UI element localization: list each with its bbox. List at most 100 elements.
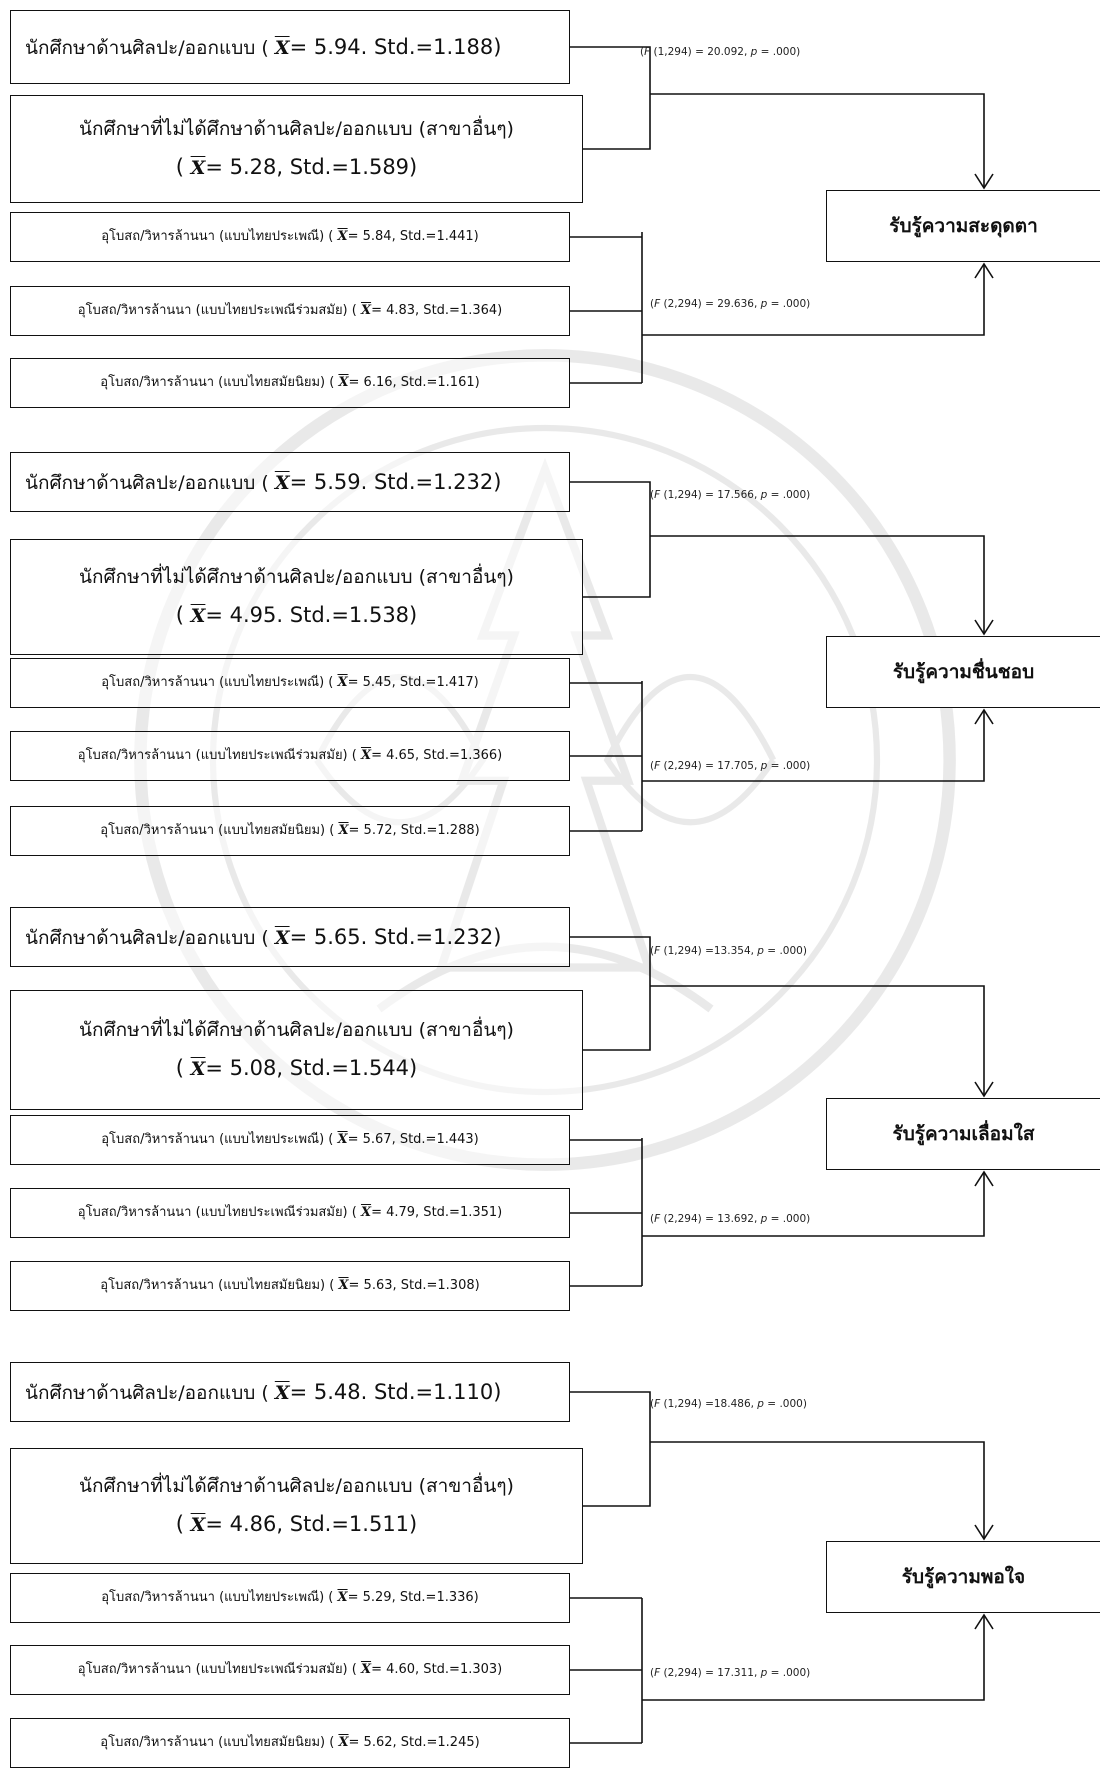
p-value: = .000)	[767, 489, 810, 501]
x-bar-symbol: X	[361, 1205, 371, 1220]
f-value: (2,294) = 13.692,	[660, 1213, 760, 1225]
x-bar-symbol: X	[338, 1735, 348, 1750]
f-value: (1,294) = 17.566,	[660, 489, 760, 501]
f-value: (1,294) =13.354,	[660, 945, 757, 957]
temple-style-box: อุโบสถ/วิหารล้านนา (แบบไทยประเพณี) ( X= …	[10, 1115, 570, 1165]
p-symbol: p	[757, 945, 764, 957]
x-bar-symbol: X	[191, 157, 206, 179]
box-text: อุโบสถ/วิหารล้านนา (แบบไทยประเพณีร่วมสมั…	[78, 302, 502, 320]
outcome-box: รับรู้ความสะดุดตา	[826, 190, 1100, 262]
x-bar-symbol: X	[338, 1278, 348, 1293]
non-art-student-box: นักศึกษาที่ไม่ได้ศึกษาด้านศิลปะ/ออกแบบ (…	[10, 1448, 583, 1564]
x-bar-symbol: X	[275, 472, 290, 494]
std-value: . Std.=1.188)	[361, 35, 502, 59]
open-paren: (	[176, 1512, 191, 1536]
non-art-student-box: นักศึกษาที่ไม่ได้ศึกษาด้านศิลปะ/ออกแบบ (…	[10, 539, 583, 655]
major_stat-f-test-label: (F (1,294) = 20.092, p = .000)	[640, 46, 800, 58]
std-value: , Std.=1.417)	[392, 675, 479, 690]
box-text: นักศึกษาด้านศิลปะ/ออกแบบ ( X= 5.94. Std.…	[25, 33, 501, 62]
box-text: อุโบสถ/วิหารล้านนา (แบบไทยประเพณี) ( X= …	[101, 1589, 479, 1607]
f-value: (2,294) = 17.705,	[660, 760, 760, 772]
p-value: = .000)	[767, 298, 810, 310]
group-label: อุโบสถ/วิหารล้านนา (แบบไทยประเพณีร่วมสมั…	[78, 748, 361, 763]
temple-style-box: อุโบสถ/วิหารล้านนา (แบบไทยสมัยนิยม) ( X=…	[10, 806, 570, 856]
mean-value: = 5.63	[349, 1278, 393, 1293]
mean-value: = 4.86	[205, 1512, 276, 1536]
group-label: อุโบสถ/วิหารล้านนา (แบบไทยประเพณี) (	[101, 1132, 337, 1147]
group-label: นักศึกษาด้านศิลปะ/ออกแบบ (	[25, 37, 275, 59]
f-value: (1,294) =18.486,	[660, 1398, 757, 1410]
f-value: (1,294) = 20.092,	[650, 46, 750, 58]
box-stats-line: ( X= 4.86, Std.=1.511)	[176, 1510, 417, 1539]
f-value: (2,294) = 17.311,	[660, 1667, 760, 1679]
style-arrow-line	[642, 1615, 984, 1700]
group-label: นักศึกษาที่ไม่ได้ศึกษาด้านศิลปะ/ออกแบบ (…	[79, 1018, 514, 1044]
x-bar-symbol: X	[337, 1590, 347, 1605]
mean-value: = 4.95	[205, 603, 276, 627]
std-value: , Std.=1.443)	[392, 1132, 479, 1147]
temple-style-box: อุโบสถ/วิหารล้านนา (แบบไทยสมัยนิยม) ( X=…	[10, 358, 570, 408]
std-value: , Std.=1.308)	[393, 1278, 480, 1293]
group-label: อุโบสถ/วิหารล้านนา (แบบไทยประเพณีร่วมสมั…	[78, 1662, 361, 1677]
temple-style-box: อุโบสถ/วิหารล้านนา (แบบไทยสมัยนิยม) ( X=…	[10, 1261, 570, 1311]
x-bar-symbol: X	[361, 303, 371, 318]
x-bar-symbol: X	[338, 375, 348, 390]
x-bar-symbol: X	[275, 37, 290, 59]
std-value: , Std.=1.364)	[415, 303, 502, 318]
std-value: , Std.=1.336)	[392, 1590, 479, 1605]
box-text: อุโบสถ/วิหารล้านนา (แบบไทยสมัยนิยม) ( X=…	[100, 822, 479, 840]
mean-value: = 5.65	[290, 925, 361, 949]
x-bar-symbol: X	[337, 675, 347, 690]
group-label: อุโบสถ/วิหารล้านนา (แบบไทยสมัยนิยม) (	[100, 823, 338, 838]
temple-style-box: อุโบสถ/วิหารล้านนา (แบบไทยประเพณีร่วมสมั…	[10, 1188, 570, 1238]
std-value: , Std.=1.366)	[415, 748, 502, 763]
art-design-student-box: นักศึกษาด้านศิลปะ/ออกแบบ ( X= 5.59. Std.…	[10, 452, 570, 512]
p-value: = .000)	[764, 945, 807, 957]
std-value: , Std.=1.544)	[276, 1056, 417, 1080]
mean-value: = 4.83	[371, 303, 415, 318]
style_stat-f-test-label: (F (2,294) = 13.692, p = .000)	[650, 1213, 810, 1225]
major-arrow-line	[650, 1442, 984, 1539]
box-text: อุโบสถ/วิหารล้านนา (แบบไทยสมัยนิยม) ( X=…	[100, 1734, 479, 1752]
mean-value: = 5.29	[348, 1590, 392, 1605]
mean-value: = 6.16	[349, 375, 393, 390]
x-bar-symbol: X	[361, 1662, 371, 1677]
mean-value: = 5.59	[290, 470, 361, 494]
mean-value: = 5.84	[348, 229, 392, 244]
std-value: . Std.=1.110)	[361, 1380, 502, 1404]
open-paren: (	[176, 603, 191, 627]
major-arrow-line	[650, 986, 984, 1096]
x-bar-symbol: X	[337, 229, 347, 244]
temple-style-box: อุโบสถ/วิหารล้านนา (แบบไทยประเพณี) ( X= …	[10, 1573, 570, 1623]
group-label: อุโบสถ/วิหารล้านนา (แบบไทยประเพณี) (	[101, 1590, 337, 1605]
x-bar-symbol: X	[191, 605, 206, 627]
std-value: , Std.=1.303)	[415, 1662, 502, 1677]
box-stats-line: ( X= 4.95. Std.=1.538)	[176, 601, 417, 630]
mean-value: = 4.60	[371, 1662, 415, 1677]
group-label: อุโบสถ/วิหารล้านนา (แบบไทยสมัยนิยม) (	[100, 1278, 338, 1293]
group-label: อุโบสถ/วิหารล้านนา (แบบไทยสมัยนิยม) (	[100, 375, 338, 390]
outcome-box: รับรู้ความพอใจ	[826, 1541, 1100, 1613]
box-text: อุโบสถ/วิหารล้านนา (แบบไทยประเพณี) ( X= …	[101, 674, 479, 692]
open-paren: (	[176, 155, 191, 179]
box-text: นักศึกษาด้านศิลปะ/ออกแบบ ( X= 5.59. Std.…	[25, 468, 501, 497]
group-label: อุโบสถ/วิหารล้านนา (แบบไทยประเพณี) (	[101, 229, 337, 244]
box-text: นักศึกษาด้านศิลปะ/ออกแบบ ( X= 5.48. Std.…	[25, 1378, 501, 1407]
p-value: = .000)	[764, 1398, 807, 1410]
box-text: อุโบสถ/วิหารล้านนา (แบบไทยสมัยนิยม) ( X=…	[100, 374, 479, 392]
group-label: อุโบสถ/วิหารล้านนา (แบบไทยประเพณี) (	[101, 675, 337, 690]
outcome-box: รับรู้ความชื่นชอบ	[826, 636, 1100, 708]
std-value: . Std.=1.232)	[361, 925, 502, 949]
temple-style-box: อุโบสถ/วิหารล้านนา (แบบไทยประเพณี) ( X= …	[10, 658, 570, 708]
p-symbol: p	[757, 1398, 764, 1410]
std-value: , Std.=1.441)	[392, 229, 479, 244]
p-value: = .000)	[767, 1213, 810, 1225]
box-text: อุโบสถ/วิหารล้านนา (แบบไทยประเพณีร่วมสมั…	[78, 1661, 502, 1679]
mean-value: = 4.65	[371, 748, 415, 763]
std-value: . Std.=1.538)	[276, 603, 417, 627]
box-stats-line: ( X= 5.08, Std.=1.544)	[176, 1054, 417, 1083]
box-text: อุโบสถ/วิหารล้านนา (แบบไทยสมัยนิยม) ( X=…	[100, 1277, 479, 1295]
p-value: = .000)	[757, 46, 800, 58]
mean-value: = 5.28	[205, 155, 276, 179]
